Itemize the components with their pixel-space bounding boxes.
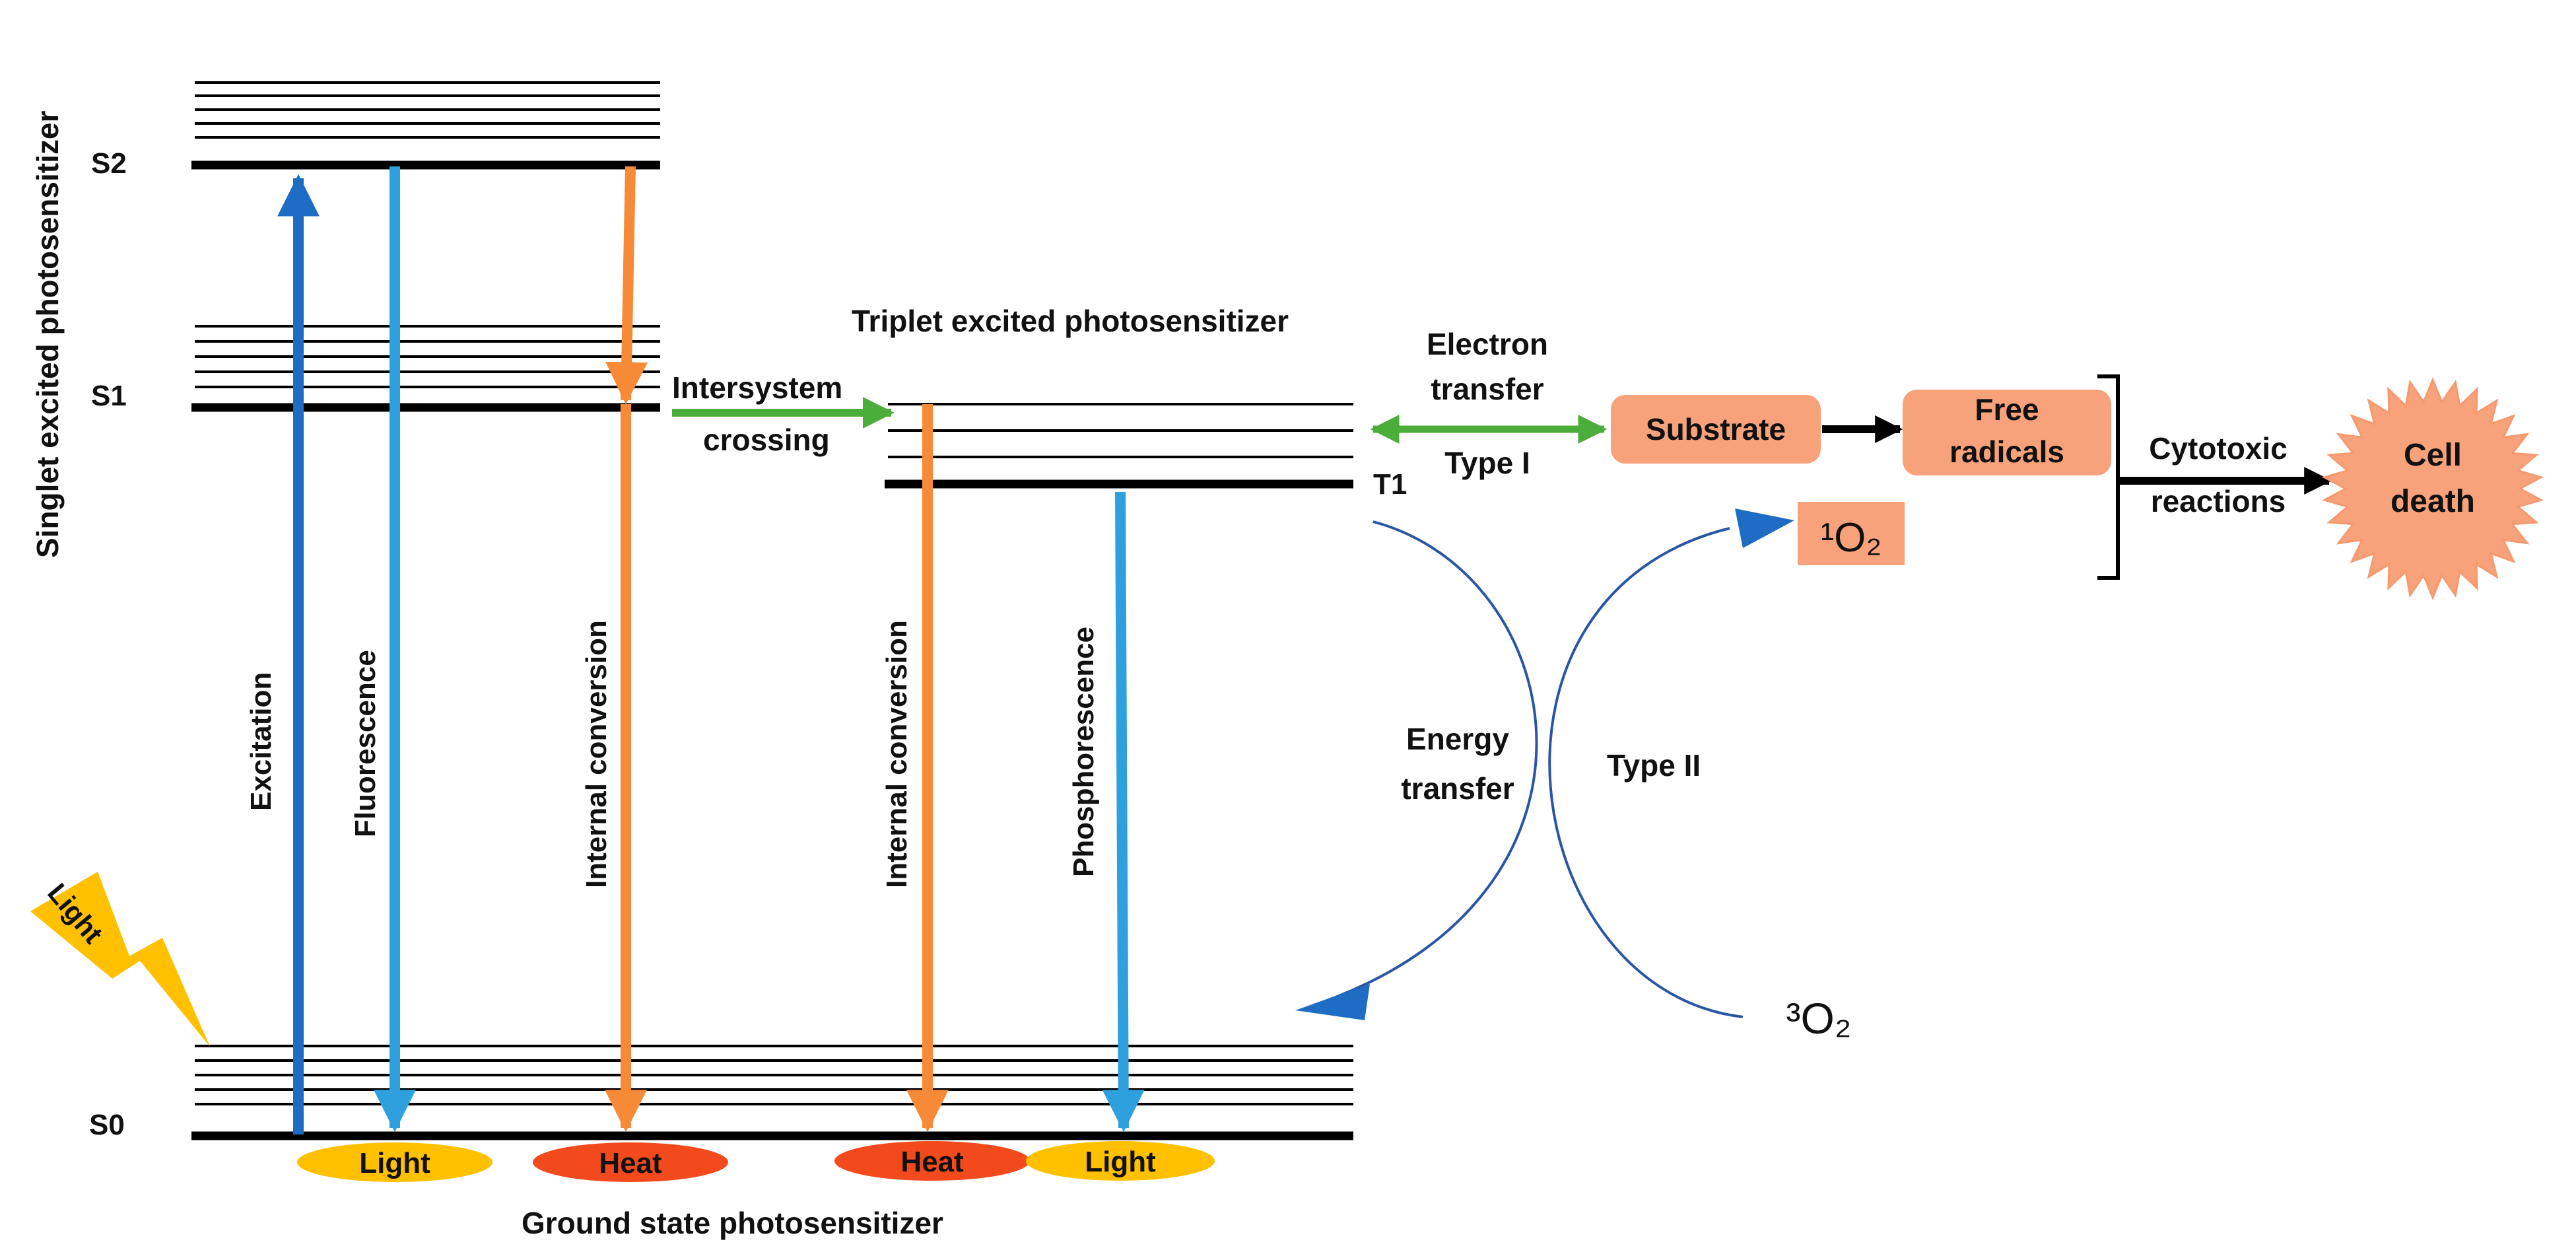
energy-transfer-line1: Energy (1406, 722, 1509, 756)
energy-transfer-line2: transfer (1401, 771, 1514, 806)
internal-conversion-2-label: Internal conversion (881, 620, 913, 888)
energy-transfer-curve (1313, 520, 1538, 1006)
reaction-bracket (2097, 374, 2120, 580)
cytotoxic-line1: Cytotoxic (2149, 431, 2288, 466)
light-label-2: Light (1085, 1146, 1156, 1178)
substrate-box (1611, 395, 1821, 464)
singlet-oxygen-box (1798, 502, 1905, 565)
s2-level-group (191, 81, 660, 170)
heat-label-2: Heat (900, 1146, 964, 1178)
triplet-title: Triplet excited photosensitizer (852, 304, 1289, 338)
energy-transfer-arrowhead (1295, 984, 1370, 1020)
intersystem-label-line1: Intersystem (672, 370, 842, 405)
oxygen-arrowhead (1735, 508, 1794, 548)
internal-conversion-1-label: Internal conversion (580, 620, 613, 888)
cell-death-line2: death (2390, 484, 2475, 519)
s0-level-group (191, 1045, 1353, 1140)
light-ellipse-1 (297, 1142, 492, 1182)
light-label-1: Light (359, 1147, 430, 1179)
free-radicals-line2: radicals (1949, 435, 2064, 469)
triplet-oxygen-label: ³O₂ (1786, 994, 1852, 1043)
heat-ellipse-1 (533, 1142, 728, 1182)
fluorescence-label: Fluorescence (349, 650, 382, 837)
ground-title: Ground state photosensitizer (522, 1206, 943, 1240)
singlet-axis-title: Singlet excited photosensitizer (30, 111, 65, 558)
s1-label: S1 (91, 380, 127, 412)
s1-level-group (191, 325, 660, 412)
heat-label-1: Heat (599, 1147, 662, 1179)
free-radicals-box (1903, 390, 2111, 475)
internal-conversion-s2-s1-arrow (605, 166, 648, 405)
phosphorescence-arrow (1102, 491, 1145, 1133)
t1-level-group (885, 403, 1353, 489)
free-radicals-line1: Free (1975, 392, 2039, 427)
t1-label: T1 (1373, 468, 1407, 501)
excitation-label: Excitation (245, 672, 277, 811)
heat-ellipse-2 (834, 1141, 1030, 1181)
light-ellipse-2 (1026, 1141, 1215, 1181)
s0-label: S0 (89, 1109, 125, 1141)
type-i-label: Type I (1444, 446, 1530, 480)
cytotoxic-line2: reactions (2151, 484, 2286, 518)
cell-death-burst (2321, 377, 2544, 600)
electron-transfer-line2: transfer (1431, 372, 1543, 406)
intersystem-label-line2: crossing (703, 423, 830, 457)
cell-death-line1: Cell (2404, 438, 2462, 473)
electron-transfer-line1: Electron (1427, 327, 1548, 361)
type-ii-label: Type II (1607, 748, 1701, 783)
singlet-oxygen-label: ¹O₂ (1821, 515, 1882, 561)
lightning-bolt-icon (30, 872, 210, 1047)
oxygen-curve (1548, 527, 1744, 1018)
substrate-label: Substrate (1646, 412, 1786, 446)
phosphorescence-label: Phosphorescence (1068, 627, 1100, 877)
s2-label: S2 (91, 147, 127, 180)
